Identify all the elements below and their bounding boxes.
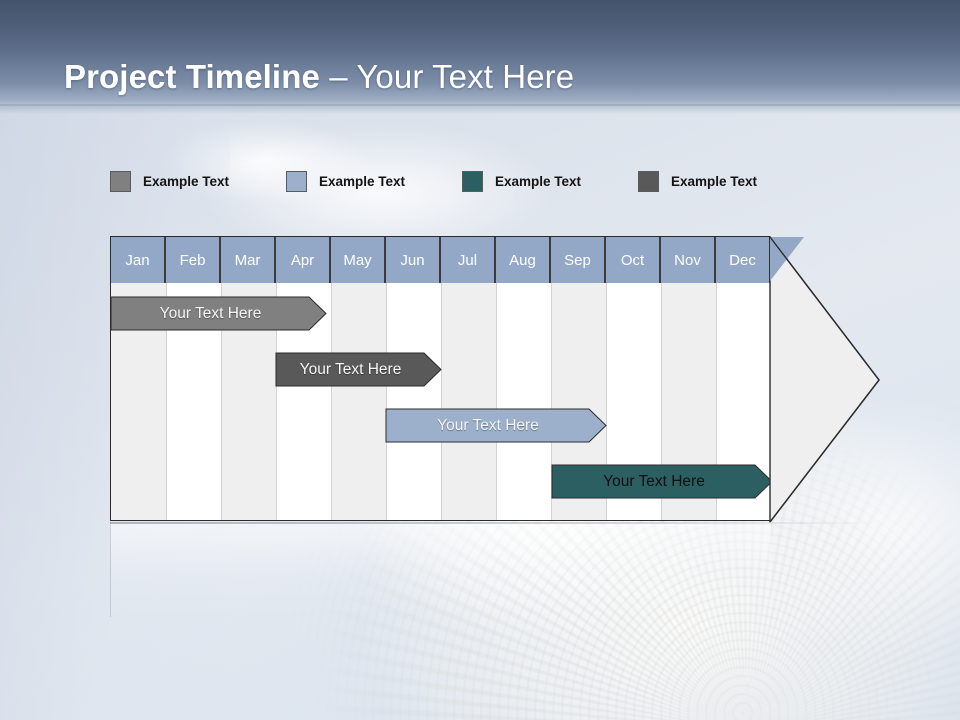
legend: Example Text Example Text Example Text Exam… xyxy=(110,168,830,196)
column-divider xyxy=(166,260,167,520)
page-title-separator: – xyxy=(319,58,357,95)
task-bar-3[interactable]: Your Text Here xyxy=(385,408,607,443)
month-header-feb[interactable]: Feb xyxy=(166,237,221,283)
page-title-light: Your Text Here xyxy=(356,58,575,95)
month-header-jan[interactable]: Jan xyxy=(111,237,166,283)
task-bar-arrow-icon xyxy=(110,296,327,331)
task-bar-shape xyxy=(385,408,607,443)
month-header-nov[interactable]: Nov xyxy=(661,237,716,283)
title-banner xyxy=(0,0,960,106)
month-header-dec[interactable]: Dec xyxy=(716,237,771,283)
task-bar-arrow-icon xyxy=(385,408,607,443)
column-divider xyxy=(661,260,662,520)
column-divider xyxy=(716,260,717,520)
column-divider xyxy=(221,260,222,520)
task-bar-arrow-icon xyxy=(551,464,773,499)
legend-item-label: Example Text xyxy=(495,173,582,189)
column-divider xyxy=(496,260,497,520)
month-header-jun[interactable]: Jun xyxy=(386,237,441,283)
timeline-column-aug xyxy=(496,237,551,520)
timeline-baseline xyxy=(110,522,882,524)
legend-item-4[interactable]: Example Text xyxy=(638,168,757,194)
legend-item-1[interactable]: Example Text xyxy=(110,168,229,194)
timeline-column-jan xyxy=(111,237,166,520)
legend-item-label: Example Text xyxy=(143,173,230,189)
month-header-jul[interactable]: Jul xyxy=(441,237,496,283)
month-header-apr[interactable]: Apr xyxy=(276,237,331,283)
timeline-reflection xyxy=(110,522,771,617)
timeline-column-feb xyxy=(166,237,221,520)
timeline-column-jul xyxy=(441,237,496,520)
title-banner-shadow xyxy=(0,104,960,114)
page-title: Project Timeline – Your Text Here xyxy=(64,58,574,96)
month-header-aug[interactable]: Aug xyxy=(496,237,551,283)
legend-item-2[interactable]: Example Text xyxy=(286,168,405,194)
month-header-oct[interactable]: Oct xyxy=(606,237,661,283)
column-divider xyxy=(441,260,442,520)
column-divider xyxy=(551,260,552,520)
legend-swatch-icon xyxy=(110,170,131,192)
column-divider xyxy=(606,260,607,520)
legend-item-label: Example Text xyxy=(319,173,406,189)
month-header-sep[interactable]: Sep xyxy=(551,237,606,283)
task-bar-1[interactable]: Your Text Here xyxy=(110,296,327,331)
legend-swatch-icon xyxy=(286,170,307,192)
task-bar-shape xyxy=(551,464,773,499)
column-divider xyxy=(331,260,332,520)
legend-item-label: Example Text xyxy=(671,173,758,189)
legend-item-3[interactable]: Example Text xyxy=(462,168,581,194)
column-divider xyxy=(386,260,387,520)
timeline-column-mar xyxy=(221,237,276,520)
task-bar-shape xyxy=(110,296,327,331)
month-header-mar[interactable]: Mar xyxy=(221,237,276,283)
task-bar-arrow-icon xyxy=(275,352,442,387)
task-bar-4[interactable]: Your Text Here xyxy=(551,464,773,499)
page-title-bold: Project Timeline xyxy=(64,58,320,95)
timeline-arrow-head xyxy=(769,236,881,523)
legend-swatch-icon xyxy=(638,170,659,192)
column-divider xyxy=(276,260,277,520)
task-bar-shape xyxy=(275,352,442,387)
month-header-may[interactable]: May xyxy=(331,237,386,283)
legend-swatch-icon xyxy=(462,170,483,192)
task-bar-2[interactable]: Your Text Here xyxy=(275,352,442,387)
